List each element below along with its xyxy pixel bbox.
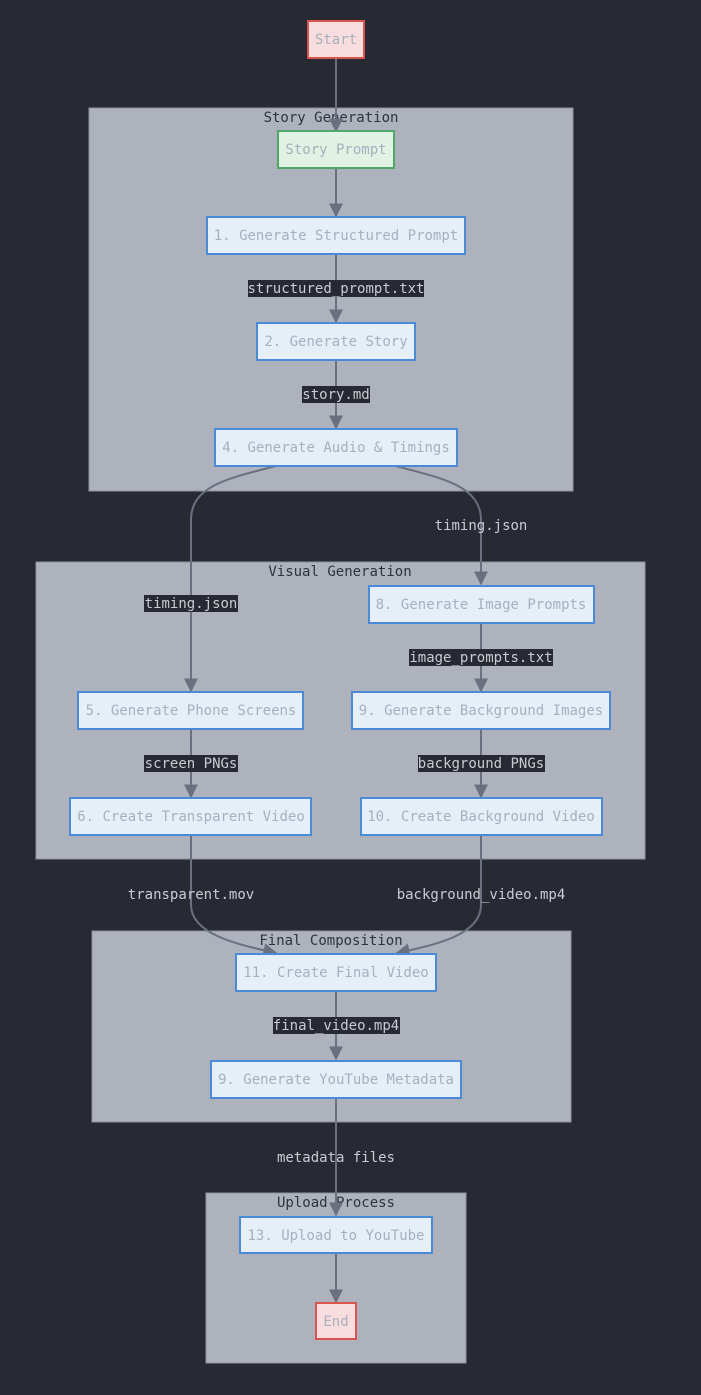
- edge-label-text: story.md: [302, 387, 369, 403]
- node-end[interactable]: End: [315, 1302, 357, 1340]
- node-label: 11. Create Final Video: [243, 965, 428, 981]
- node-generate-structured-prompt[interactable]: 1. Generate Structured Prompt: [206, 216, 466, 255]
- node-box[interactable]: [351, 691, 611, 730]
- edge-label-bg: [302, 386, 370, 403]
- node-label: 6. Create Transparent Video: [77, 809, 305, 825]
- cluster-title: Final Composition: [259, 933, 402, 949]
- edge-label-metadata-files: metadata files: [277, 1150, 395, 1166]
- node-label: 1. Generate Structured Prompt: [214, 228, 458, 244]
- edge-label-bg: [144, 595, 238, 612]
- node-upload-to-youtube[interactable]: 13. Upload to YouTube: [239, 1216, 433, 1254]
- edge-label-background-pngs: background PNGs: [418, 755, 545, 772]
- edge-label-bg: [418, 755, 545, 772]
- edge-audio-to-phone-screens: [184, 465, 277, 693]
- node-label: 2. Generate Story: [264, 334, 407, 350]
- node-label: 10. Create Background Video: [367, 809, 595, 825]
- node-generate-phone-screens[interactable]: 5. Generate Phone Screens: [77, 691, 304, 730]
- node-box[interactable]: [214, 428, 458, 467]
- edge-label-screen-pngs: screen PNGs: [144, 755, 238, 772]
- edge-label-text: screen PNGs: [145, 756, 238, 772]
- edge-label-text: final_video.mp4: [273, 1018, 399, 1034]
- edge-label-text: metadata files: [277, 1150, 395, 1166]
- node-label: 9. Generate YouTube Metadata: [218, 1072, 454, 1088]
- edge-label-text: background PNGs: [418, 756, 544, 772]
- node-box[interactable]: [206, 216, 466, 255]
- edge-label-bg: [144, 755, 238, 772]
- node-start[interactable]: Start: [307, 20, 365, 59]
- edge-label-image-prompts: image_prompts.txt: [409, 649, 553, 666]
- edge-label-text: transparent.mov: [128, 887, 254, 903]
- node-generate-story[interactable]: 2. Generate Story: [256, 322, 416, 361]
- edge-label-bg: [248, 280, 424, 297]
- edge-label-text: timing.json: [435, 518, 528, 534]
- edge-label-text: background_video.mp4: [397, 887, 566, 903]
- cluster-title: Story Generation: [264, 110, 399, 126]
- node-generate-background-images[interactable]: 9. Generate Background Images: [351, 691, 611, 730]
- node-label: 5. Generate Phone Screens: [86, 703, 297, 719]
- node-box[interactable]: [239, 1216, 433, 1254]
- node-box[interactable]: [277, 130, 395, 169]
- edge-label-background-video: background_video.mp4: [397, 887, 566, 903]
- node-story-prompt[interactable]: Story Prompt: [277, 130, 395, 169]
- node-label: 8. Generate Image Prompts: [376, 597, 587, 613]
- cluster-title: Visual Generation: [268, 564, 411, 580]
- edge-audio-to-image-prompts: [395, 465, 488, 586]
- edge-label-text: timing.json: [145, 596, 238, 612]
- edge-label-final-video: final_video.mp4: [273, 1017, 400, 1034]
- node-label: 9. Generate Background Images: [359, 703, 603, 719]
- edge-label-structured-prompt: structured_prompt.txt: [247, 280, 425, 297]
- node-box[interactable]: [77, 691, 304, 730]
- node-label: End: [323, 1314, 348, 1330]
- edge-transparent-to-final: [190, 835, 278, 958]
- node-box[interactable]: [360, 797, 603, 836]
- node-generate-image-prompts[interactable]: 8. Generate Image Prompts: [368, 585, 595, 624]
- edge-label-timing-right: timing.json: [435, 518, 528, 534]
- edge-label-timing-left: timing.json: [144, 595, 238, 612]
- node-box[interactable]: [315, 1302, 357, 1340]
- node-generate-youtube-metadata[interactable]: 9. Generate YouTube Metadata: [210, 1060, 462, 1099]
- edge-bg-video-to-final: [395, 835, 482, 958]
- edge-label-text: image_prompts.txt: [409, 650, 552, 666]
- node-label: Start: [315, 32, 357, 48]
- node-box[interactable]: [368, 585, 595, 624]
- edge-label-transparent-mov: transparent.mov: [128, 887, 254, 903]
- node-create-transparent-video[interactable]: 6. Create Transparent Video: [69, 797, 312, 836]
- node-create-final-video[interactable]: 11. Create Final Video: [235, 953, 437, 992]
- node-box[interactable]: [235, 953, 437, 992]
- edge-label-bg: [273, 1017, 400, 1034]
- node-label: Story Prompt: [285, 142, 386, 158]
- edge-label-story-md: story.md: [302, 386, 370, 403]
- node-create-background-video[interactable]: 10. Create Background Video: [360, 797, 603, 836]
- node-label: 13. Upload to YouTube: [247, 1228, 424, 1244]
- edge-label-text: structured_prompt.txt: [247, 281, 424, 297]
- node-box[interactable]: [69, 797, 312, 836]
- node-box[interactable]: [307, 20, 365, 59]
- node-box[interactable]: [256, 322, 416, 361]
- node-generate-audio-timings[interactable]: 4. Generate Audio & Timings: [214, 428, 458, 467]
- node-label: 4. Generate Audio & Timings: [222, 440, 450, 456]
- edge-label-bg: [409, 649, 553, 666]
- node-box[interactable]: [210, 1060, 462, 1099]
